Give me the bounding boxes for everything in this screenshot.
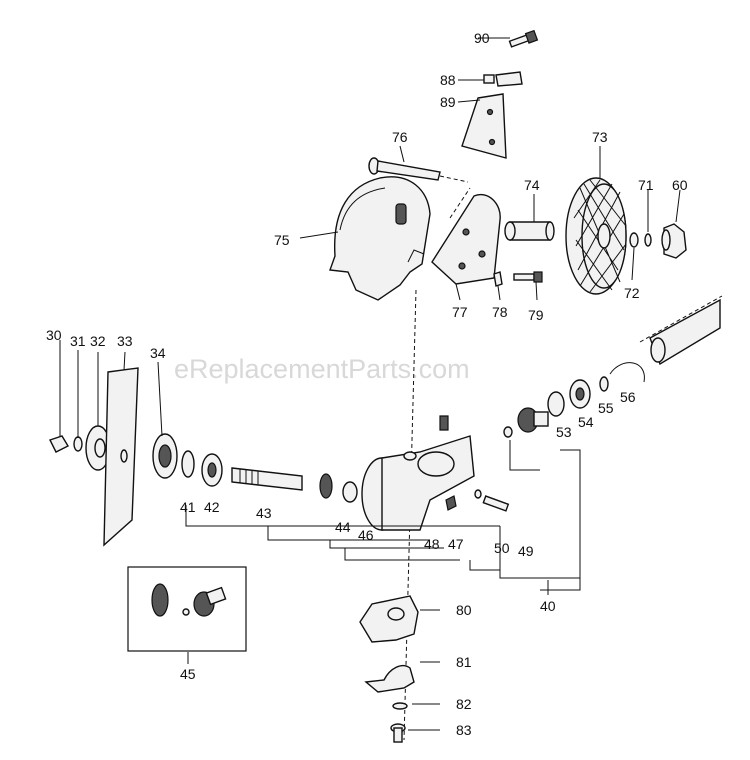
part-42-bearing — [201, 453, 223, 487]
label-30: 30 — [46, 327, 62, 343]
part-88-nut — [483, 71, 523, 87]
part-77-plate — [431, 193, 501, 285]
part-53-pinion — [517, 407, 549, 433]
label-82: 82 — [456, 696, 472, 712]
part-73-wheel — [565, 177, 627, 295]
label-56: 56 — [620, 389, 636, 405]
label-32: 32 — [90, 333, 106, 349]
label-42: 42 — [204, 499, 220, 515]
label-80: 80 — [456, 602, 472, 618]
part-80-clamp — [359, 595, 419, 643]
label-71: 71 — [638, 177, 654, 193]
label-76: 76 — [392, 129, 408, 145]
part-31-washer — [73, 436, 83, 452]
part-56-snapring — [609, 362, 645, 383]
part-74-axle — [504, 221, 555, 241]
label-73: 73 — [592, 129, 608, 145]
part-79-screw — [513, 271, 543, 283]
label-90: 90 — [474, 30, 490, 46]
part-55-ring — [599, 376, 609, 392]
part-71-washer — [644, 233, 652, 247]
part-46-gearbox — [361, 415, 475, 531]
part-75-guard — [329, 176, 431, 301]
label-31: 31 — [70, 333, 86, 349]
part-90-bolt — [508, 29, 539, 48]
part-41-ring — [181, 450, 195, 478]
part-82-washer — [392, 702, 408, 710]
label-88: 88 — [440, 72, 456, 88]
label-45: 45 — [180, 666, 196, 682]
part-81-clamp — [364, 664, 415, 693]
part-83-screw — [390, 723, 406, 743]
part-34-bearing — [152, 433, 178, 479]
part-89-bracket — [461, 93, 507, 159]
label-78: 78 — [492, 304, 508, 320]
label-60: 60 — [672, 177, 688, 193]
part-76-bolt — [368, 157, 441, 181]
label-40: 40 — [540, 598, 556, 614]
label-49: 49 — [518, 543, 534, 559]
label-72: 72 — [624, 285, 640, 301]
label-75: 75 — [274, 232, 290, 248]
label-44: 44 — [335, 519, 351, 535]
part-44-gear — [319, 473, 358, 503]
watermark: eReplacementParts.com — [174, 354, 470, 384]
part-72-washer — [629, 232, 639, 248]
label-89: 89 — [440, 94, 456, 110]
part-60-knob — [661, 223, 687, 259]
part-47-key — [445, 495, 457, 511]
label-79: 79 — [528, 307, 544, 323]
label-33: 33 — [117, 333, 133, 349]
part-43-shaft — [231, 467, 303, 491]
label-43: 43 — [256, 505, 272, 521]
drive-tube — [639, 295, 723, 366]
part-54-bearing — [547, 379, 591, 417]
label-74: 74 — [524, 177, 540, 193]
label-41: 41 — [180, 499, 196, 515]
label-83: 83 — [456, 722, 472, 738]
label-47: 47 — [448, 536, 464, 552]
label-46: 46 — [358, 527, 374, 543]
part-78-washer — [493, 271, 503, 287]
part-45-gear-b — [193, 586, 227, 617]
part-45-gear-a — [151, 583, 169, 617]
label-48: 48 — [424, 536, 440, 552]
label-54: 54 — [578, 414, 594, 430]
part-45-kit-box — [127, 566, 247, 652]
label-34: 34 — [150, 345, 166, 361]
label-81: 81 — [456, 654, 472, 670]
part-50-bolt — [482, 495, 510, 512]
label-77: 77 — [452, 304, 468, 320]
part-30-nut — [49, 435, 69, 453]
label-55: 55 — [598, 400, 614, 416]
label-50: 50 — [494, 540, 510, 556]
label-53: 53 — [556, 424, 572, 440]
